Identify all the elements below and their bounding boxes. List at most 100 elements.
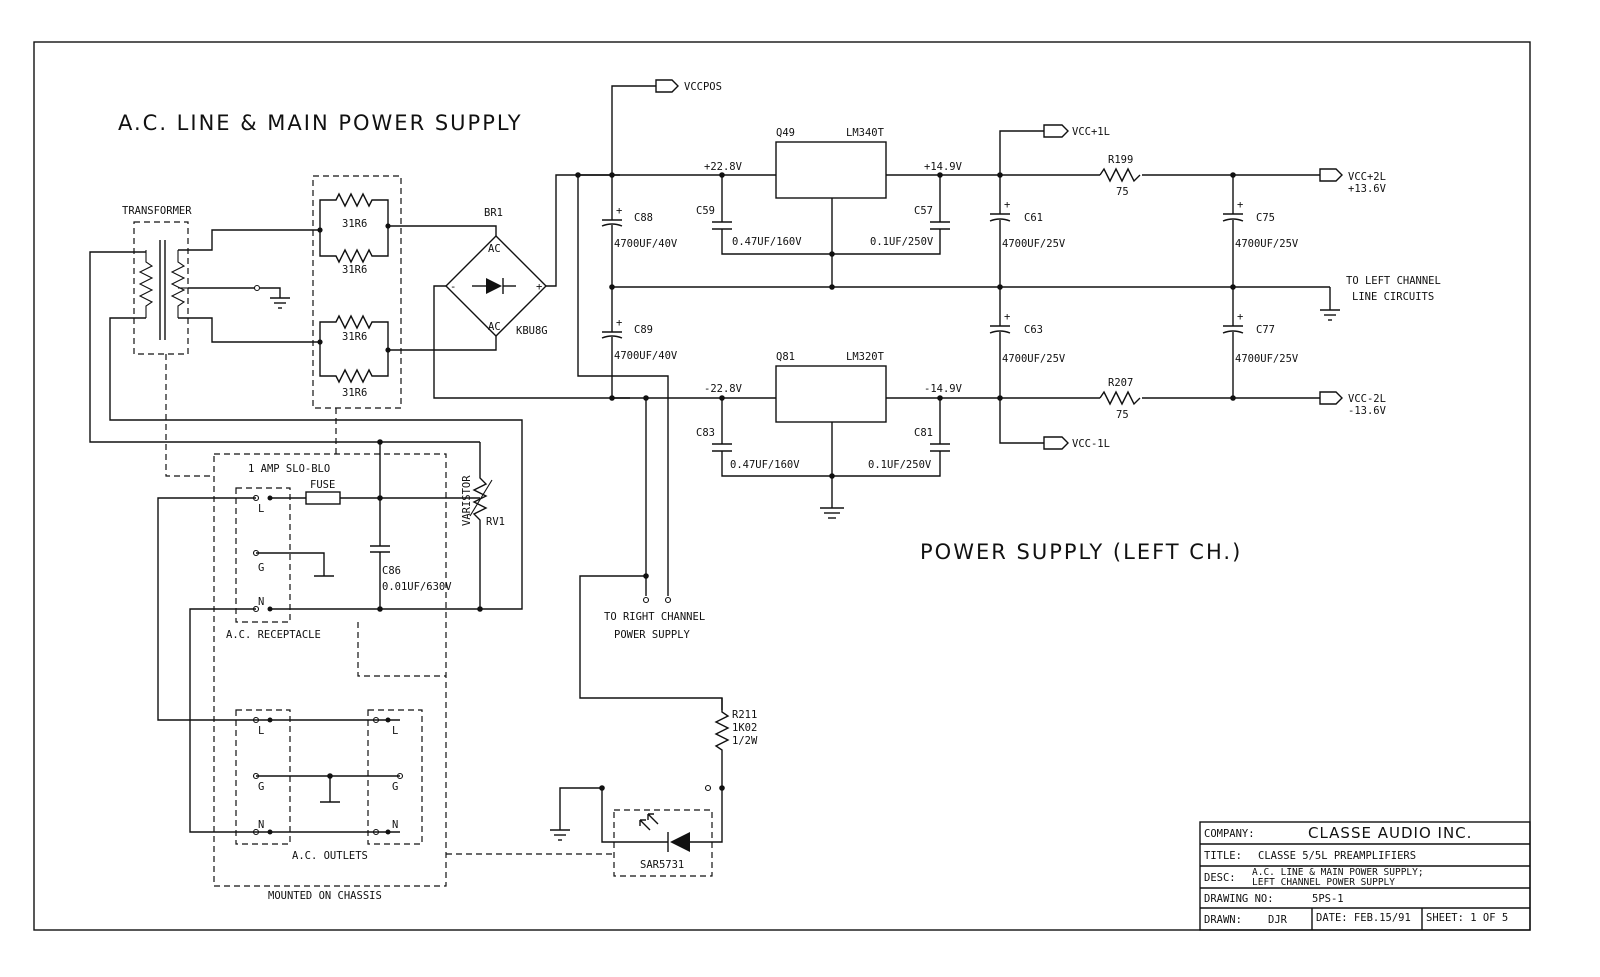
- to-left-channel-label: TO LEFT CHANNEL: [1346, 275, 1441, 287]
- to-right-power-supply-label: POWER SUPPLY: [614, 629, 691, 641]
- led-sar5731: SAR5731: [599, 785, 690, 871]
- c88-label: C88: [634, 212, 653, 224]
- resistor-r211: R211 1K02 1/2W: [714, 698, 758, 770]
- varistor-rv1: VARISTOR RV1: [461, 442, 505, 609]
- rv1-label: RV1: [486, 516, 505, 528]
- receptacle-pin-g: G: [258, 562, 264, 574]
- r-31r6-1: 31R6: [342, 218, 367, 230]
- fuse-rating-label: 1 AMP SLO-BLO: [248, 463, 330, 475]
- desc-label: DESC:: [1204, 872, 1236, 884]
- vcc-minus-2l: VCC-2L: [1348, 393, 1386, 405]
- capacitor-c61: + C61 4700UF/25V: [989, 175, 1066, 287]
- vcc-minus-1l: VCC-1L: [1072, 438, 1110, 450]
- capacitor-c89: + C89 4700UF/40V: [601, 287, 678, 398]
- vcc-plus-2l: VCC+2L: [1348, 171, 1386, 183]
- br1-label: BR1: [484, 207, 503, 219]
- c59-label: C59: [696, 205, 715, 217]
- capacitor-c59: C59 0.47UF/160V C57 0.1UF/250V: [696, 175, 950, 255]
- mounted-on-chassis-label: MOUNTED ON CHASSIS: [268, 890, 382, 902]
- regulator-q81: Q81 LM320T: [775, 351, 887, 519]
- resistor-r207: R207 75: [1099, 377, 1142, 421]
- company-label: COMPANY:: [1204, 828, 1255, 840]
- resistor-pair-bottom: 31R6 31R6: [317, 314, 391, 399]
- c89-label: C89: [634, 324, 653, 336]
- outlet1-pin-n: N: [258, 819, 264, 831]
- r-31r6-3: 31R6: [342, 331, 367, 343]
- v-neg-out: -14.9V: [924, 383, 963, 395]
- title-block: COMPANY: CLASSE AUDIO INC. TITLE: CLASSE…: [1199, 821, 1531, 931]
- fuse-symbol: [305, 491, 341, 505]
- title-value: CLASSE 5/5L PREAMPLIFIERS: [1258, 850, 1416, 862]
- lm320t-label: LM320T: [846, 351, 885, 363]
- c75-value: 4700UF/25V: [1235, 238, 1299, 250]
- kbu8g-label: KBU8G: [516, 325, 548, 337]
- capacitor-c77: + C77 4700UF/25V: [1222, 287, 1299, 398]
- r-31r6-2: 31R6: [342, 264, 367, 276]
- ac-outlets-label: A.C. OUTLETS: [292, 850, 368, 862]
- c89-value: 4700UF/40V: [614, 350, 678, 362]
- drawn-label: DRAWN:: [1204, 914, 1242, 926]
- varistor-label: VARISTOR: [461, 475, 473, 526]
- receptacle-pin-l: L: [258, 503, 264, 515]
- vcc-plus-2l-voltage: +13.6V: [1348, 183, 1387, 195]
- c63-value: 4700UF/25V: [1002, 353, 1066, 365]
- c77-value: 4700UF/25V: [1235, 353, 1299, 365]
- receptacle-pin-n: N: [258, 596, 264, 608]
- lm340t-label: LM340T: [846, 127, 885, 139]
- transformer: TRANSFORMER: [122, 205, 192, 355]
- c83-value: 0.47UF/160V: [730, 459, 800, 471]
- r207-value: 75: [1116, 409, 1129, 421]
- c88-value: 4700UF/40V: [614, 238, 678, 250]
- outlet1-pin-l: L: [258, 725, 264, 737]
- v-pos-out: +14.9V: [924, 161, 963, 173]
- sheet-value: SHEET: 1 OF 5: [1426, 912, 1508, 924]
- capacitor-c75: + C75 4700UF/25V: [1222, 175, 1299, 287]
- resistor-r199: R199 75: [1099, 154, 1142, 198]
- q81-label: Q81: [776, 351, 795, 363]
- svg-text:+: +: [1237, 311, 1243, 323]
- r211-value: 1K02: [732, 722, 757, 734]
- to-right-channel-label: TO RIGHT CHANNEL: [604, 611, 705, 623]
- bridge-ac-bottom: AC: [488, 321, 501, 333]
- date-value: DATE: FEB.15/91: [1316, 912, 1411, 924]
- drawing-border: [33, 41, 1531, 931]
- svg-text:+: +: [1237, 199, 1243, 211]
- transformer-label: TRANSFORMER: [122, 205, 192, 217]
- c61-label: C61: [1024, 212, 1043, 224]
- svg-text:+: +: [616, 205, 622, 217]
- c59-value: 0.47UF/160V: [732, 236, 802, 248]
- svg-text:+: +: [1004, 311, 1010, 323]
- r199-label: R199: [1108, 154, 1133, 166]
- capacitor-c88: + C88 4700UF/40V: [601, 175, 678, 287]
- v-pos-in: +22.8V: [704, 161, 743, 173]
- outlet2-pin-l: L: [392, 725, 398, 737]
- svg-text:+: +: [1004, 199, 1010, 211]
- desc-line-2: LEFT CHANNEL POWER SUPPLY: [1252, 877, 1395, 888]
- c61-value: 4700UF/25V: [1002, 238, 1066, 250]
- c57-label: C57: [914, 205, 933, 217]
- c57-value: 0.1UF/250V: [870, 236, 934, 248]
- title-label: TITLE:: [1204, 850, 1242, 862]
- outlet2-pin-g: G: [392, 781, 398, 793]
- c75-label: C75: [1256, 212, 1275, 224]
- main-heading: A.C. LINE & MAIN POWER SUPPLY: [118, 111, 523, 135]
- company-name: CLASSE AUDIO INC.: [1308, 824, 1472, 842]
- capacitor-c63: + C63 4700UF/25V: [989, 287, 1066, 398]
- sar5731-label: SAR5731: [640, 859, 684, 871]
- r211-label: R211: [732, 709, 757, 721]
- v-neg-in: -22.8V: [704, 383, 743, 395]
- bridge-ac-top: AC: [488, 243, 501, 255]
- line-circuits-label: LINE CIRCUITS: [1352, 291, 1434, 303]
- c81-label: C81: [914, 427, 933, 439]
- vcc-plus-1l: VCC+1L: [1072, 126, 1110, 138]
- r207-label: R207: [1108, 377, 1133, 389]
- r-31r6-4: 31R6: [342, 387, 367, 399]
- resistor-pair-top: 31R6 31R6: [317, 192, 391, 276]
- left-channel-heading: POWER SUPPLY (LEFT CH.): [920, 540, 1242, 564]
- drawn-value: DJR: [1268, 914, 1288, 926]
- c81-value: 0.1UF/250V: [868, 459, 932, 471]
- outlet2-pin-n: N: [392, 819, 398, 831]
- outlet1-pin-g: G: [258, 781, 264, 793]
